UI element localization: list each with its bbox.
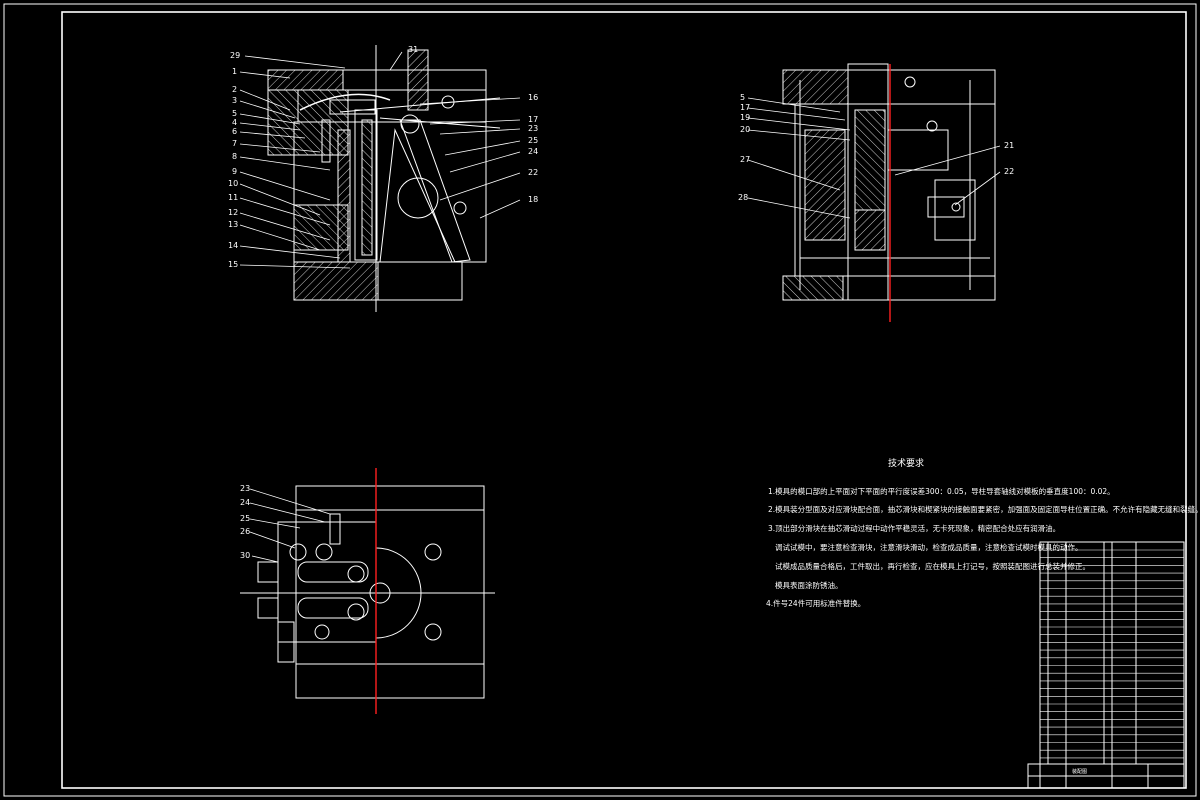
part-label: 16 [528,93,538,102]
part-label: 26 [240,527,250,536]
part-label: 5 [740,93,745,102]
requirement-line: 4.件号24件可用标准件替换。 [766,598,865,608]
part-label: 9 [232,167,237,176]
part-label: 3 [232,96,237,105]
part-label: 7 [232,139,237,148]
part-label: 31 [408,45,418,54]
requirement-line: 模具表面涂防锈油。 [775,580,843,590]
requirement-line: 1.模具的模口部的上平面对下平面的平行度误差300：0.05，导柱导套轴线对模板… [768,486,1115,496]
requirements-title: 技术要求 [888,457,924,469]
part-label: 24 [240,498,250,507]
part-label: 19 [740,113,750,122]
plan-view [240,468,495,714]
part-label: 22 [1004,167,1014,176]
part-label: 12 [228,208,238,217]
view2-leaders [747,97,1001,219]
part-label: 2 [232,85,237,94]
view3-leaders [249,488,331,563]
part-label: 30 [240,551,250,560]
part-label: 8 [232,152,237,161]
main-section-view [267,45,501,312]
part-label: 6 [232,127,237,136]
part-label: 22 [528,168,538,177]
part-label: 25 [528,136,538,145]
part-label: 14 [228,241,238,250]
part-label: 23 [240,484,250,493]
part-label: 29 [230,51,240,60]
part-label: 25 [240,514,250,523]
part-label: 17 [740,103,750,112]
part-label: 20 [740,125,750,134]
outer-frame [3,3,1197,797]
requirement-line: 2.模具装分型面及对应滑块配合面，抽芯滑块和楔紧块的接触面要紧密，加强面及固定面… [768,504,1200,514]
part-label: 24 [528,147,538,156]
part-label: 18 [528,195,538,204]
parts-list-table [1027,541,1185,789]
part-label: 13 [228,220,238,229]
part-label: 4 [232,118,237,127]
part-label: 15 [228,260,238,269]
part-label: 5 [232,109,237,118]
title-block-name: 装配图 [1072,768,1087,775]
part-label: 11 [228,193,238,202]
part-label: 23 [528,124,538,133]
part-label: 10 [228,179,238,188]
part-label: 1 [232,67,237,76]
requirement-line: 试模成品质量合格后，工件取出，再行检查，应在模具上打记号，按照装配图进行总装并修… [775,561,1090,571]
side-section-view [782,63,996,322]
requirement-line: 3.顶出部分滑块在抽芯滑动过程中动作平稳灵活，无卡死现象，精密配合处应有润滑油。 [768,523,1060,533]
part-label: 27 [740,155,750,164]
view1-leaders [239,51,521,269]
part-label: 28 [738,193,748,202]
inner-frame [61,11,1187,789]
requirement-line: 调试试模中，要注意检查滑块，注意滑块滑动，检查成品质量，注意检查试模时模具的动作… [775,542,1083,552]
part-label: 21 [1004,141,1014,150]
part-label: 17 [528,115,538,124]
